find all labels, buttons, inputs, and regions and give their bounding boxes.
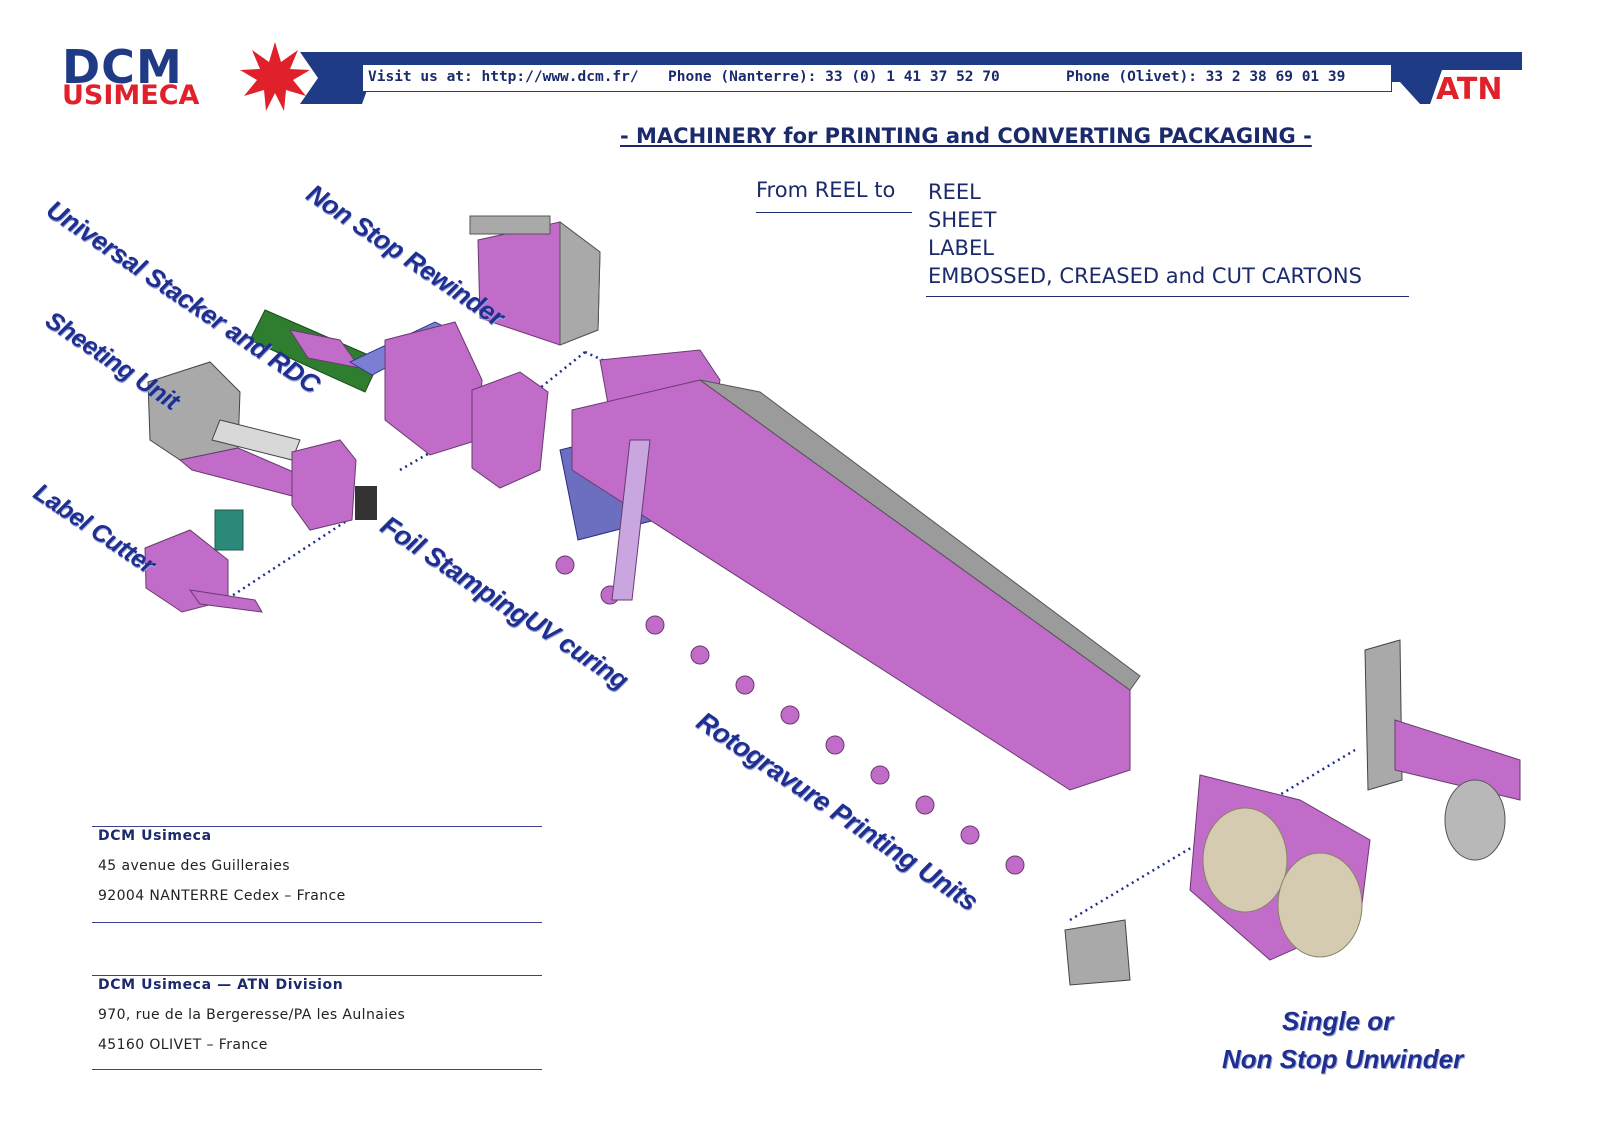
product-cartons: EMBOSSED, CREASED and CUT CARTONS — [928, 264, 1362, 288]
website-link[interactable]: Visit us at: http://www.dcm.fr/ — [368, 69, 639, 85]
divider — [92, 826, 542, 827]
address-line: 92004 NANTERRE Cedex – France — [98, 888, 346, 904]
address-line: 45160 OLIVET – France — [98, 1037, 268, 1053]
ladder — [611, 439, 651, 601]
from-reel-label: From REEL to — [756, 178, 896, 202]
product-label: LABEL — [928, 236, 994, 260]
phone-olivet: Phone (Olivet): 33 2 38 69 01 39 — [1066, 69, 1346, 85]
dcm-logo-text: DCM — [62, 40, 183, 94]
unwinder-machine — [1064, 639, 1521, 986]
stacker-machine — [249, 309, 483, 456]
dcm-star-icon — [240, 42, 310, 111]
page-headline: - MACHINERY for PRINTING and CONVERTING … — [620, 124, 1312, 148]
address-line: 970, rue de la Bergeresse/PA les Aulnaie… — [98, 1007, 406, 1023]
divider — [926, 296, 1409, 297]
label-unwinder-line1: Single or — [1282, 1006, 1394, 1036]
contact-box — [362, 64, 1392, 92]
sheeting-unit-machine — [147, 361, 377, 531]
divider — [756, 212, 912, 213]
phone-nanterre: Phone (Nanterre): 33 (0) 1 41 37 52 70 — [668, 69, 1000, 85]
label-unwinder-line2: Non Stop Unwinder — [1222, 1044, 1464, 1074]
ink-stations — [555, 555, 1025, 875]
divider — [92, 975, 542, 976]
rewinder-machine — [469, 215, 601, 346]
product-sheet: SHEET — [928, 208, 997, 232]
address-line: 45 avenue des Guilleraies — [98, 858, 290, 874]
atn-tab — [1428, 70, 1528, 110]
divider — [92, 922, 542, 923]
atn-logo: ATN — [1436, 72, 1503, 107]
address-title: DCM Usimeca — [98, 828, 212, 844]
product-reel: REEL — [928, 180, 981, 204]
usimeca-logo-text: USIMECA — [62, 80, 200, 111]
label-cutter-machine — [144, 509, 263, 613]
rotogravure-press — [571, 379, 1141, 791]
divider — [92, 1069, 542, 1070]
address-title: DCM Usimeca — ATN Division — [98, 977, 344, 993]
